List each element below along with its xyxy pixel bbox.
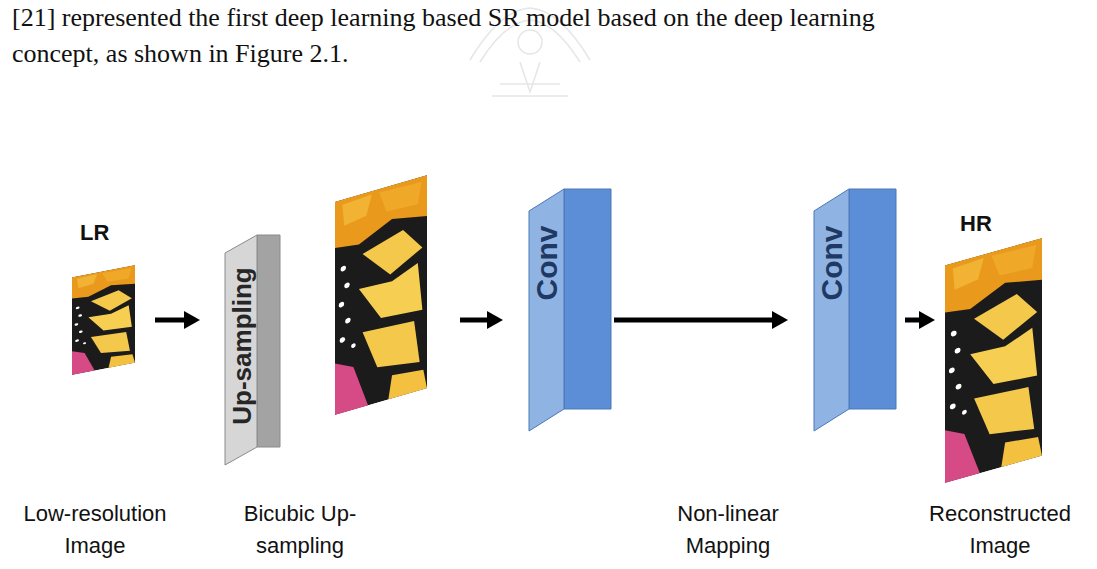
butterfly-image-bicubic — [335, 175, 427, 415]
layer-name: Conv — [817, 225, 847, 300]
slab-front-face — [225, 235, 257, 465]
slab-side-face — [564, 189, 611, 409]
stage-caption: Non-linear Mapping — [656, 498, 801, 562]
arrowhead — [184, 311, 200, 329]
output-image-box: HR — [940, 205, 1045, 487]
arrowhead — [772, 311, 788, 329]
conv-layer: Conv — [813, 188, 897, 432]
slab-side-face — [257, 235, 280, 447]
input-image-box: LR — [60, 218, 150, 380]
arrow-shaft — [614, 318, 774, 323]
slab-front-face — [529, 189, 564, 431]
slab-side-face — [849, 189, 896, 409]
arrow-shaft — [155, 318, 186, 323]
layer-name: Conv — [532, 225, 562, 300]
arrow-shaft — [905, 318, 921, 323]
arrow-shaft — [460, 318, 489, 323]
stage-caption: Low-resolution Image — [13, 498, 178, 562]
slab-outline — [813, 188, 897, 432]
layer-name: Up-sampling — [228, 267, 254, 424]
stage-caption: Bicubic Up-sampling — [225, 498, 375, 562]
conv-layer: Conv — [528, 188, 612, 432]
body-text-line: [21] represented the first deep learning… — [12, 2, 875, 34]
upsampling-layer: Up-sampling — [222, 170, 432, 470]
slab-front-face — [814, 189, 849, 431]
image-heading: HR — [960, 213, 992, 235]
slab-outline — [528, 188, 612, 432]
flow-arrow — [614, 311, 788, 329]
flow-arrow — [155, 311, 200, 329]
stage-caption: Reconstructed Image — [918, 498, 1083, 562]
butterfly-image-lr — [72, 265, 135, 375]
arrowhead — [919, 311, 935, 329]
image-heading: LR — [80, 222, 109, 244]
body-text-line: concept, as shown in Figure 2.1. — [12, 38, 349, 70]
arrowhead — [487, 311, 503, 329]
butterfly-image-hr — [945, 238, 1042, 483]
flow-arrow — [905, 311, 935, 329]
flow-arrow — [460, 311, 503, 329]
